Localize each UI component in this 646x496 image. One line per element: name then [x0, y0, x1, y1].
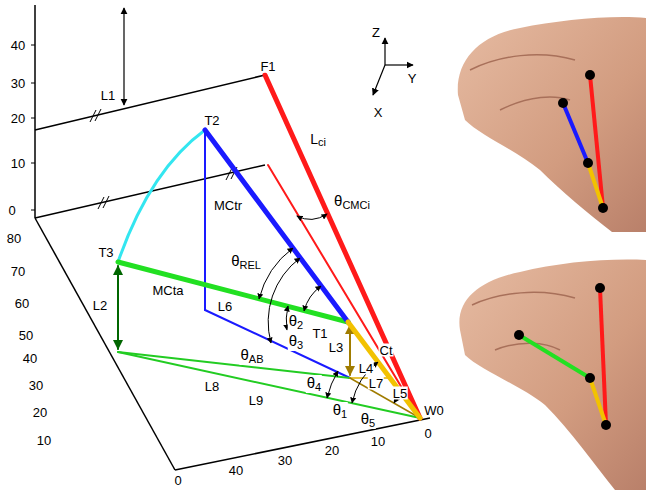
axis-tick: 30 [277, 454, 293, 467]
z-arrow [384, 38, 385, 65]
point-label: MCtr [213, 199, 243, 212]
angle-label: θ2 [288, 313, 304, 331]
axis-tick: 50 [18, 329, 34, 342]
point-label: L9 [248, 394, 264, 407]
point-label: T3 [97, 246, 114, 259]
angle-label: θCMCi [333, 193, 371, 211]
point-label: L1 [100, 89, 116, 102]
marker-dot [558, 98, 568, 108]
axis-tick: 0 [173, 474, 182, 487]
segment-label: Lci [309, 132, 327, 148]
axis-tick: 20 [32, 406, 48, 419]
cmc-marker-line [590, 378, 606, 425]
l3-dimension [349, 325, 351, 375]
l2-dimension [117, 266, 119, 349]
y-arrow [385, 64, 413, 65]
skin-crease [472, 292, 575, 350]
point-label: T1 [311, 327, 328, 340]
l9-line [118, 352, 420, 418]
ct-segment [348, 322, 420, 418]
axis-name: Y [407, 72, 418, 85]
marker-dot [514, 330, 524, 340]
angle-arc [327, 371, 338, 398]
marker-dot [585, 70, 595, 80]
axis-tick: 0 [7, 204, 16, 217]
z-axis [34, 5, 36, 218]
angle-label: θ1 [332, 402, 348, 420]
marker-dot [583, 158, 593, 168]
mctr-segment [205, 130, 348, 322]
axis-tick: 60 [14, 297, 30, 310]
marker-dot [598, 203, 608, 213]
axis-tick: 10 [36, 434, 52, 447]
axis-tick: 40 [22, 352, 38, 365]
angle-label: θ5 [360, 411, 376, 429]
axis-tick: 0 [423, 427, 432, 440]
skin-crease [470, 55, 575, 110]
axis-tick: 20 [10, 112, 26, 125]
point-label: L2 [92, 299, 108, 312]
equal-tick [90, 109, 101, 122]
segments [118, 75, 420, 418]
axis-tick: 20 [324, 444, 340, 457]
angle-arc [259, 248, 293, 299]
mcta-segment [118, 262, 348, 322]
point-label: F1 [259, 60, 276, 73]
cmc-marker-line [588, 163, 603, 208]
axis-tick: 10 [10, 157, 26, 170]
marker-dot [601, 420, 611, 430]
angle-arc [304, 286, 321, 311]
thumb-marker-line [519, 335, 590, 378]
axes-frame [31, 5, 430, 470]
point-label: L4 [358, 362, 374, 375]
l6-line [205, 310, 350, 378]
coordinate-triad [373, 38, 413, 95]
angle-arc [297, 214, 327, 220]
x-axis [35, 218, 175, 470]
axis-name: X [373, 106, 384, 119]
hand-photo-bottom [459, 260, 646, 491]
cmc-reference-line [268, 165, 420, 418]
axis-tick: 80 [6, 232, 22, 245]
hand-photo-top [458, 17, 646, 232]
hand-shape [458, 17, 646, 232]
point-label: L8 [204, 380, 220, 393]
equal-tick [98, 196, 109, 209]
axis-tick: 30 [10, 77, 26, 90]
axis-ticks [31, 45, 35, 210]
point-label: L7 [368, 377, 384, 390]
upper-plane-edge [35, 75, 265, 130]
axis-name: Z [371, 26, 381, 39]
axis-tick: 40 [10, 39, 26, 52]
point-label: L6 [217, 300, 233, 313]
axis-tick: 10 [370, 435, 386, 448]
thumb-marker-line [563, 103, 588, 163]
angle-label: θAB [239, 347, 264, 365]
hand-shape [459, 260, 646, 491]
angle-label: θ3 [288, 333, 304, 351]
axis-tick: 70 [10, 265, 26, 278]
y-axis [175, 418, 430, 470]
axis-tick: 40 [228, 464, 244, 477]
marker-dot [585, 373, 595, 383]
angle-label: θREL [230, 253, 262, 271]
index-metacarpal [265, 75, 420, 418]
point-label: W0 [423, 404, 445, 417]
point-label: T2 [203, 114, 220, 127]
point-label: MCta [151, 284, 184, 297]
l1-dimension [123, 8, 124, 105]
marker-dot [595, 283, 605, 293]
point-label: L5 [392, 387, 408, 400]
axis-tick: 30 [28, 379, 44, 392]
angle-label: θ4 [306, 375, 322, 393]
point-label: L3 [328, 341, 344, 354]
thumb-trajectory [118, 130, 205, 262]
point-label: Ct [379, 344, 394, 357]
x-arrow [373, 65, 385, 95]
angle-arcs [259, 248, 402, 403]
